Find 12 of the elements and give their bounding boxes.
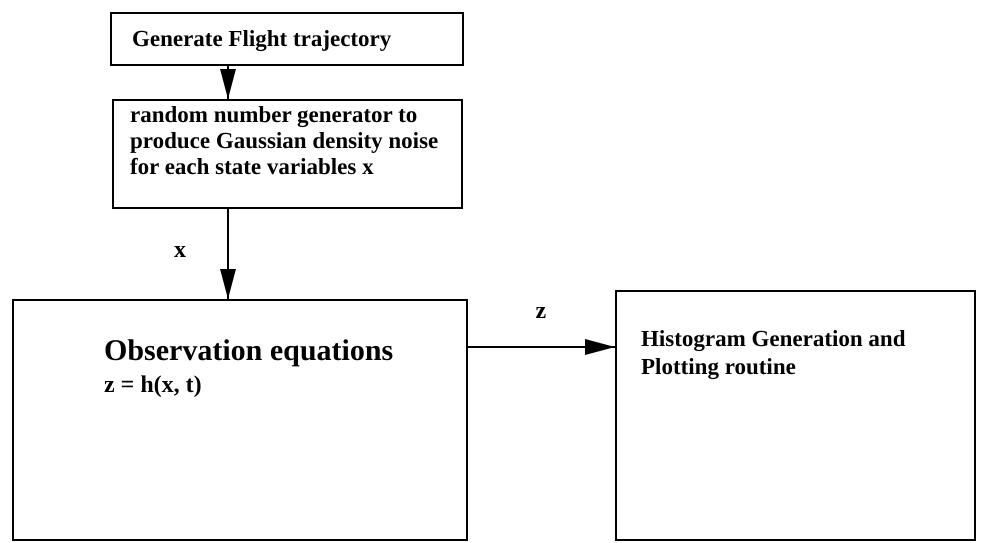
box-description: Histogram Generation and Plotting routine — [641, 325, 906, 380]
box-title: Observation equations — [104, 333, 394, 369]
equation: z = h(x, t) — [104, 371, 203, 400]
arrow — [220, 209, 236, 299]
process-box — [110, 12, 464, 66]
arrow — [468, 339, 615, 355]
process-box — [112, 99, 463, 209]
arrow — [220, 66, 236, 99]
box-description: random number generator to produce Gaussian density noise for each state variables x — [130, 102, 440, 180]
process-box — [12, 299, 468, 541]
process-box — [615, 290, 976, 541]
box-title: Generate Flight trajectory — [132, 25, 392, 53]
